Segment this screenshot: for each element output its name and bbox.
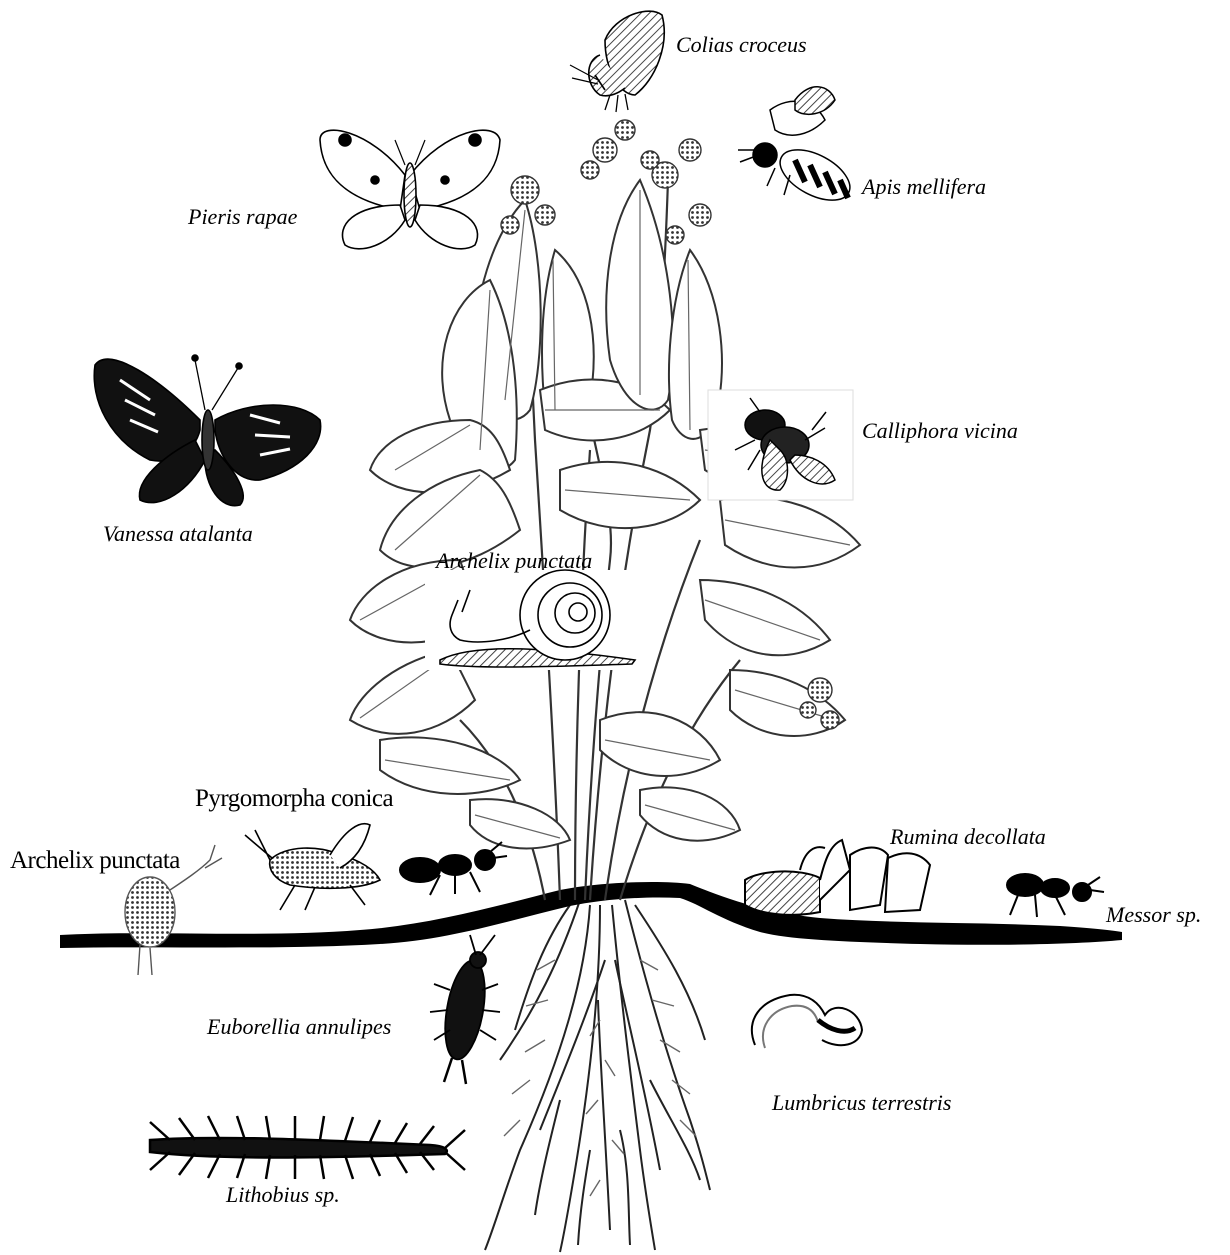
label-calliphora-vicina: Calliphora vicina (862, 420, 1018, 442)
messor-ant (1007, 874, 1104, 917)
label-pyrgomorpha-conica: Pyrgomorpha conica (195, 786, 393, 811)
label-archelix-punctata-leaf: Archelix punctata (436, 550, 592, 572)
label-colias-croceus: Colias croceus (676, 34, 807, 56)
label-lumbricus-terrestris: Lumbricus terrestris (772, 1092, 951, 1114)
vanessa-atalanta-butterfly (94, 355, 320, 506)
colias-croceus-butterfly (570, 11, 664, 112)
root-hairs (504, 960, 696, 1196)
label-rumina-decollata: Rumina decollata (890, 826, 1046, 848)
plant-leaves (350, 180, 860, 848)
label-vanessa-atalanta: Vanessa atalanta (103, 523, 253, 545)
label-messor-sp: Messor sp. (1106, 904, 1201, 926)
label-archelix-punctata-ground: Archelix punctata (10, 848, 180, 873)
lithobius-centipede (150, 1116, 465, 1179)
pyrgomorpha-conica-grasshopper (245, 824, 380, 910)
apis-mellifera-bee (738, 87, 858, 211)
label-euborellia-annulipes: Euborellia annulipes (207, 1016, 391, 1038)
ant-left-ground (400, 842, 507, 895)
pieris-rapae-butterfly (320, 130, 500, 249)
label-pieris-rapae: Pieris rapae (188, 206, 297, 228)
label-lithobius-sp: Lithobius sp. (226, 1184, 340, 1206)
lumbricus-terrestris-earthworm (752, 995, 862, 1048)
plant-roots (485, 900, 710, 1252)
rumina-decollata-snail (745, 840, 930, 915)
label-apis-mellifera: Apis mellifera (862, 176, 986, 198)
euborellia-annulipes-earwig (430, 935, 500, 1084)
